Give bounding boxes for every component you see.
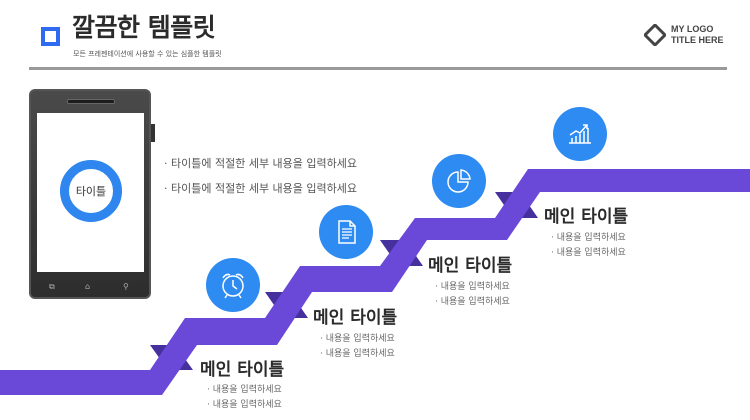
document-icon	[338, 220, 356, 244]
page-title: 깔끔한 템플릿	[72, 13, 216, 42]
phone-ring: 타이틀	[60, 160, 122, 222]
step-4-desc-line-1: · 내용을 입력하세요	[551, 233, 626, 243]
step-2-desc: · 내용을 입력하세요 · 내용을 입력하세요	[320, 332, 395, 362]
logo-line-1: MY LOGO	[671, 24, 714, 34]
phone-screen: 타이틀	[37, 113, 144, 272]
logo: MY LOGO TITLE HERE	[644, 24, 724, 46]
step-2-desc-line-2: · 내용을 입력하세요	[320, 349, 395, 359]
step-2-title: 메인 타이틀	[313, 308, 398, 328]
phone-speaker	[67, 99, 115, 104]
phone-ring-label: 타이틀	[75, 185, 107, 198]
step-2-circle	[319, 205, 373, 259]
phone-side-button	[151, 124, 155, 142]
step-3-desc-line-1: · 내용을 입력하세요	[435, 282, 510, 292]
header-square-icon	[41, 27, 60, 46]
step-3-desc: · 내용을 입력하세요 · 내용을 입력하세요	[435, 280, 510, 310]
step-1-desc: · 내용을 입력하세요 · 내용을 입력하세요	[207, 383, 282, 413]
pie-chart-icon	[447, 169, 471, 193]
logo-line-2: TITLE HERE	[671, 35, 724, 45]
phone-home-icon: ⌂	[85, 282, 91, 291]
step-4-title: 메인 타이틀	[544, 207, 629, 227]
step-3-title: 메인 타이틀	[428, 256, 513, 276]
step-4-circle	[553, 107, 607, 161]
step-2-desc-line-1: · 내용을 입력하세요	[320, 334, 395, 344]
step-1-desc-line-2: · 내용을 입력하세요	[207, 400, 282, 410]
phone-search-icon: ⚲	[123, 282, 129, 291]
alarm-clock-icon	[222, 273, 244, 299]
phone-mockup: 타이틀 ⧉ ⌂ ⚲	[29, 89, 155, 299]
step-1-desc-line-1: · 내용을 입력하세요	[207, 385, 282, 395]
step-3-circle	[432, 154, 486, 208]
phone-recent-icon: ⧉	[49, 282, 55, 291]
page-subtitle: 모든 프레젠테이션에 사용할 수 있는 심플한 템플릿	[73, 50, 222, 58]
step-4-desc-line-2: · 내용을 입력하세요	[551, 248, 626, 258]
bullet-text-1: · 타이틀에 적절한 세부 내용을 입력하세요	[164, 157, 358, 170]
diamond-logo-icon	[644, 24, 666, 46]
step-3-desc-line-2: · 내용을 입력하세요	[435, 297, 510, 307]
step-4-desc: · 내용을 입력하세요 · 내용을 입력하세요	[551, 231, 626, 261]
step-1-title: 메인 타이틀	[200, 360, 285, 380]
header-divider	[29, 67, 727, 70]
stair-path	[0, 169, 750, 395]
bullet-text-2: · 타이틀에 적절한 세부 내용을 입력하세요	[164, 182, 358, 195]
step-1-circle	[206, 258, 260, 312]
growth-chart-icon	[569, 124, 591, 144]
logo-text: MY LOGO TITLE HERE	[671, 24, 724, 46]
